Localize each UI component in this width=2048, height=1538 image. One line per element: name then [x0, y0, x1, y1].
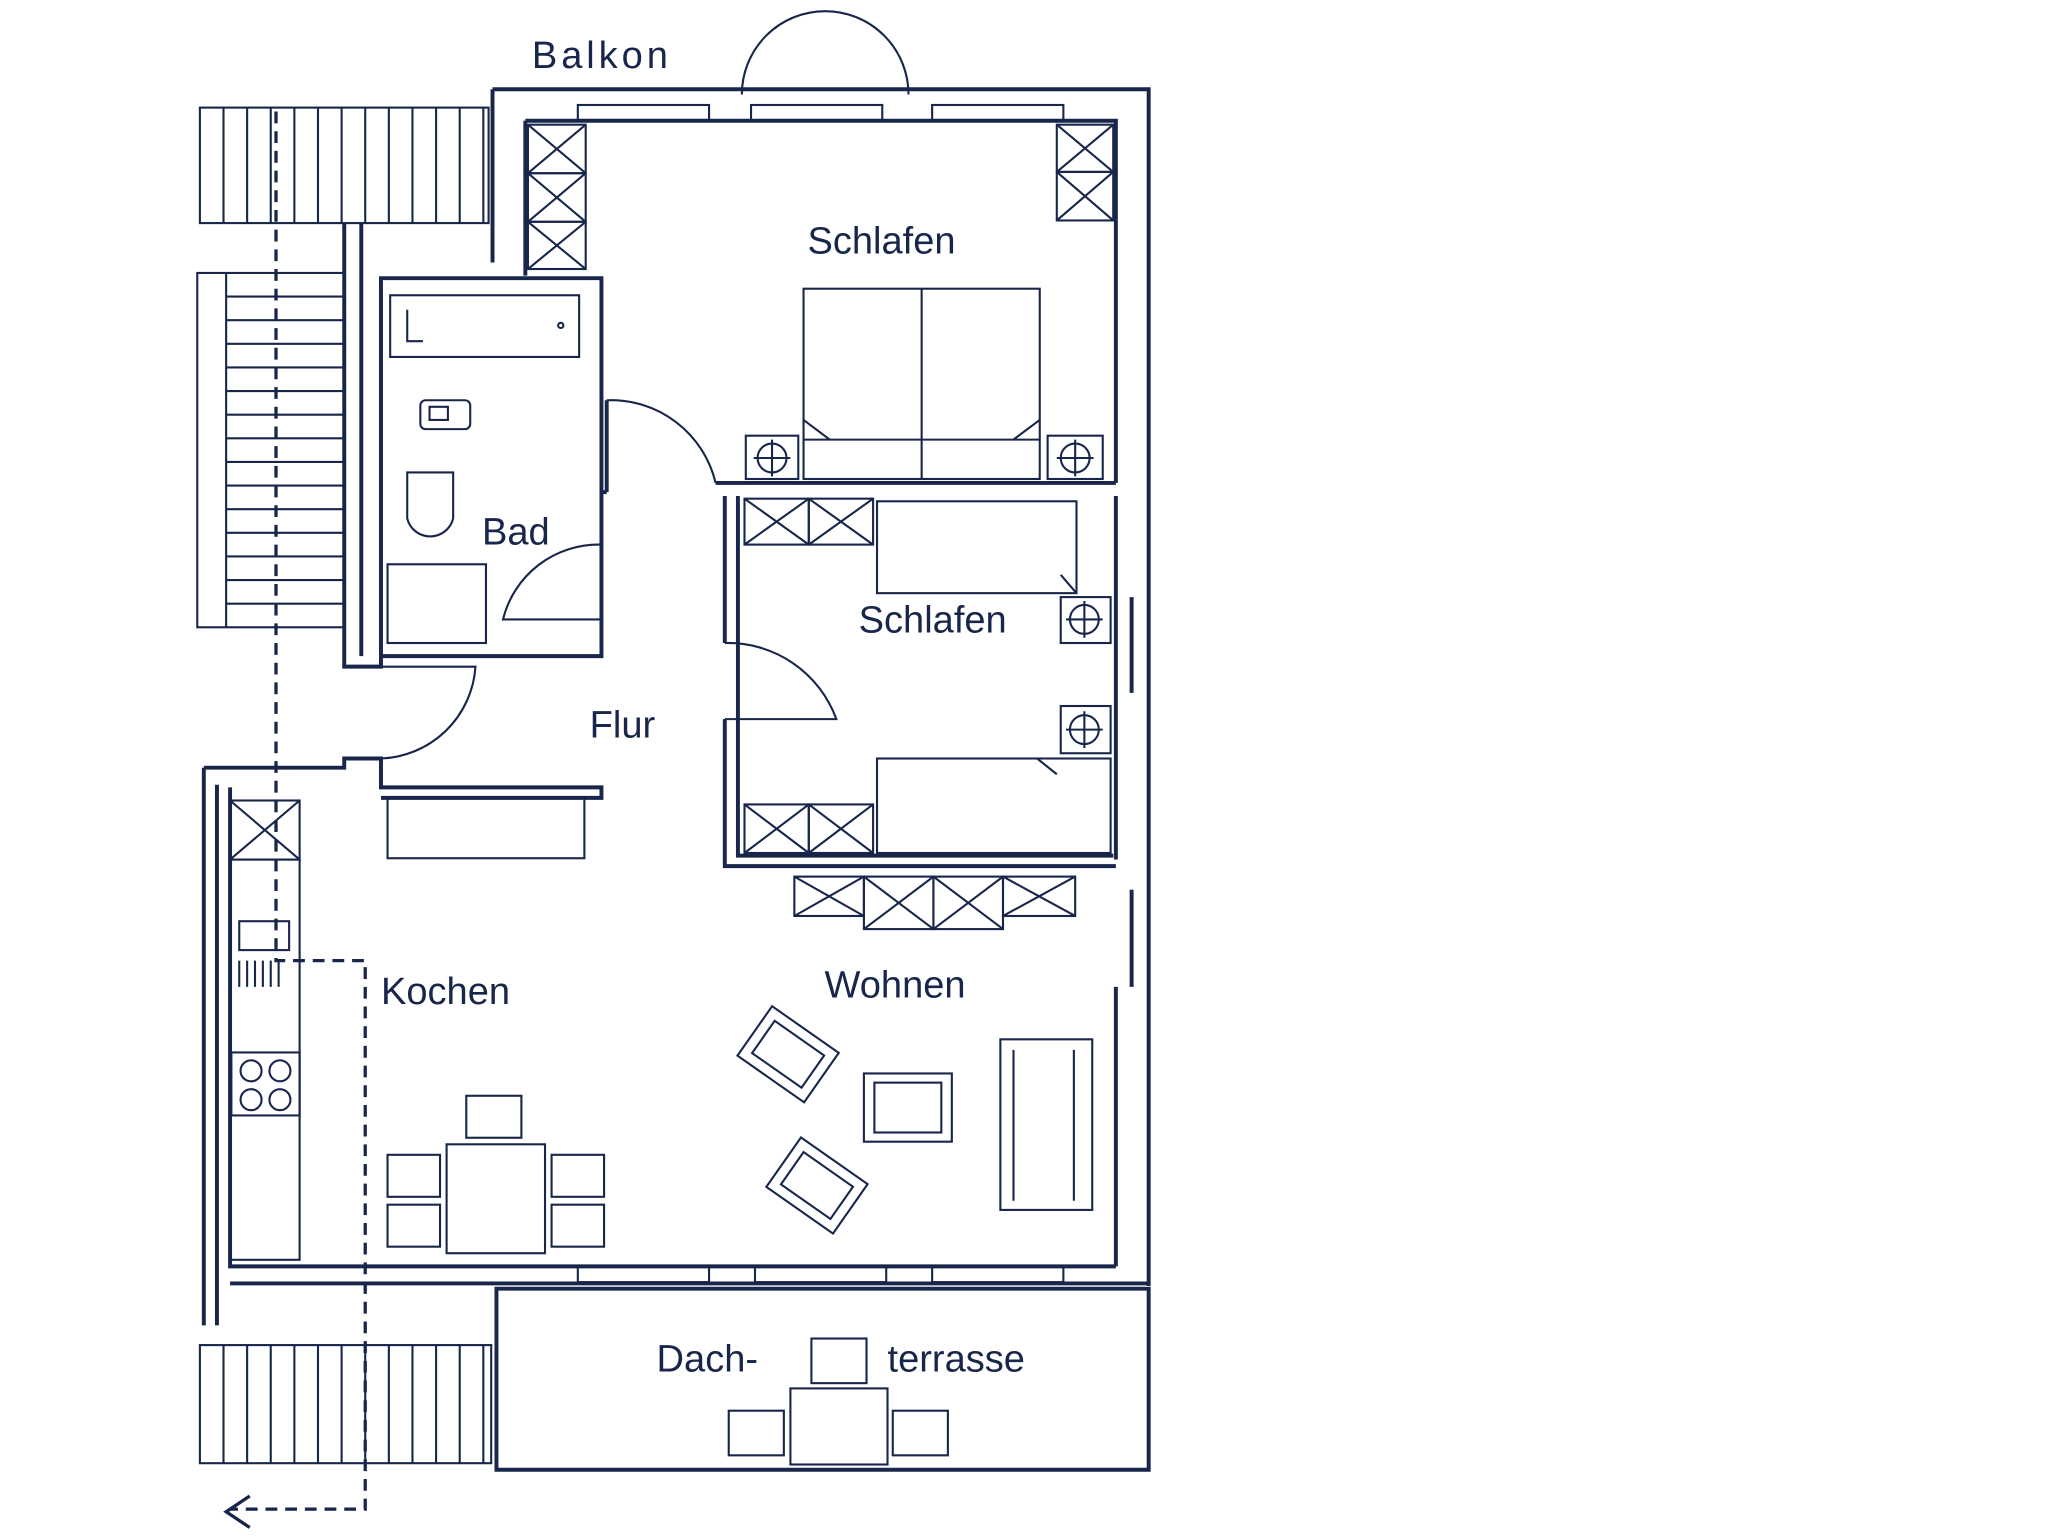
- doors: [380, 641, 838, 760]
- living-furniture: [736, 1004, 1094, 1236]
- walls: [201, 87, 1151, 1472]
- kitchen-fixtures: [229, 796, 606, 1261]
- room-label-wohnen: Wohnen: [825, 964, 966, 1006]
- room-label-balkon: Balkon: [532, 35, 672, 77]
- room-label-terrasse: terrasse: [888, 1338, 1025, 1380]
- room-label-dach: Dach-: [657, 1338, 758, 1380]
- terrace-furniture: [727, 1337, 949, 1466]
- bathroom-fixtures: [386, 294, 717, 645]
- wardrobes: [229, 123, 1115, 931]
- room-label-flur: Flur: [590, 705, 656, 747]
- balcony-door-arc: [740, 10, 910, 95]
- room-label-kochen: Kochen: [381, 971, 510, 1013]
- room-label-schlafen-2: Schlafen: [859, 600, 1007, 642]
- windows-top: [576, 10, 1065, 1284]
- stairs: [196, 106, 493, 1465]
- beds: [744, 287, 1112, 855]
- escape-route: [223, 111, 367, 1529]
- room-label-schlafen-1: Schlafen: [807, 220, 955, 262]
- room-label-bad: Bad: [482, 512, 550, 554]
